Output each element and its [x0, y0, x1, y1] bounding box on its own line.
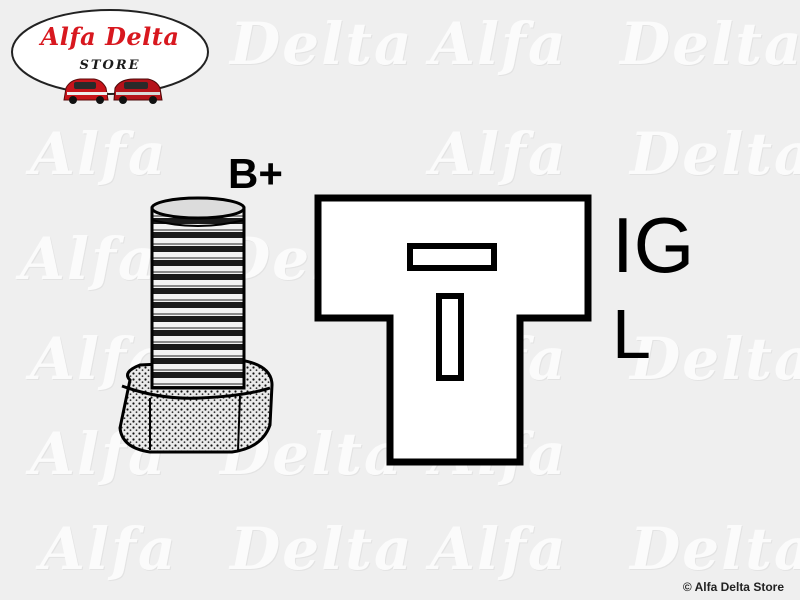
logo-badge	[11, 9, 209, 104]
car-icon	[113, 78, 163, 104]
b-plus-bolt	[118, 196, 274, 454]
l-pin-slot	[436, 293, 464, 381]
ig-terminal-label: IG	[612, 201, 695, 289]
car-icon	[63, 78, 109, 104]
t-plug-connector	[314, 194, 592, 466]
store-logo[interactable]: Alfa Delta STORE	[10, 8, 210, 104]
logo-subtitle: STORE	[79, 58, 141, 73]
copyright-notice: © Alfa Delta Store	[682, 580, 784, 594]
b-plus-label: B+	[228, 150, 283, 197]
ig-pin-slot	[407, 243, 497, 271]
logo-title: Alfa Delta	[40, 22, 180, 51]
l-terminal-label: L	[612, 295, 651, 373]
